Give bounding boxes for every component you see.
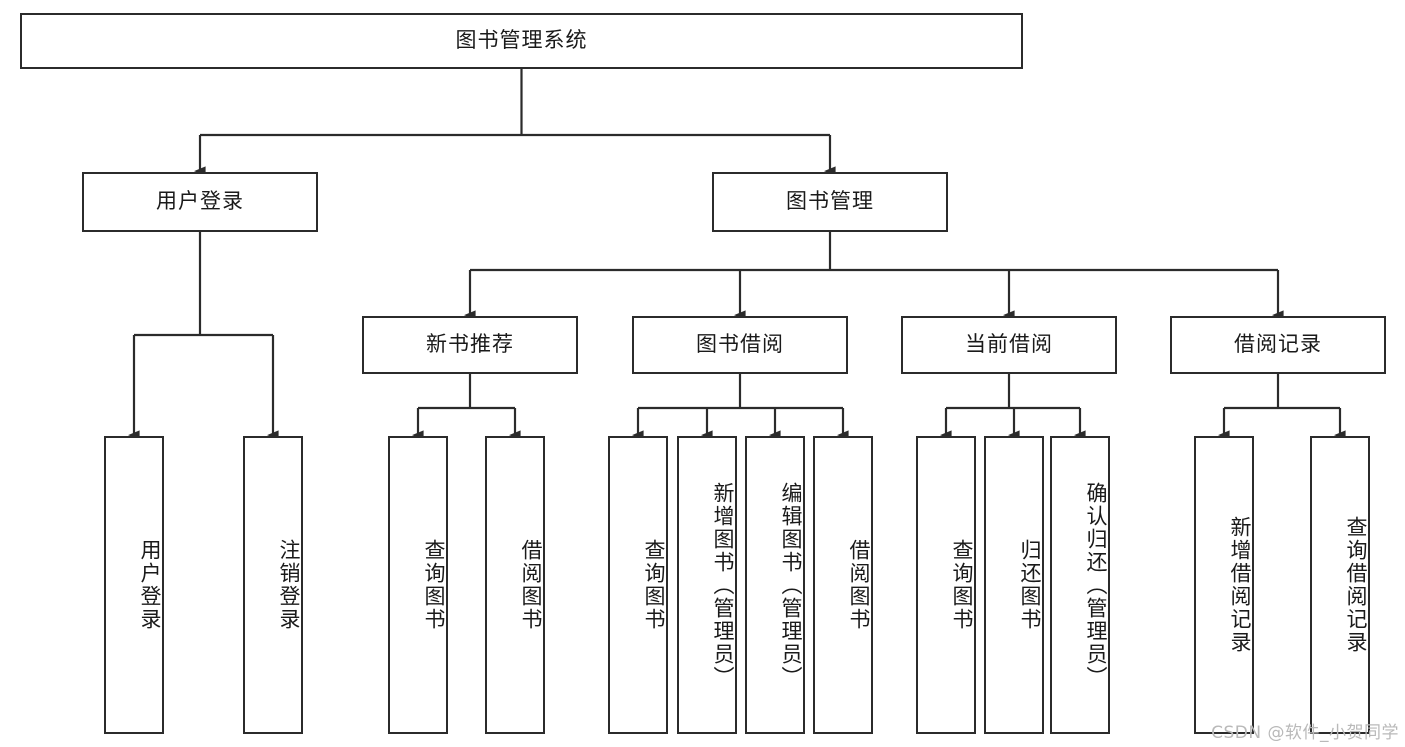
node-leaf-confirm-return: 确认归还（管理员） — [1050, 436, 1110, 734]
node-leaf-add-book: 新增图书（管理员） — [677, 436, 737, 734]
node-current-borrow: 当前借阅 — [901, 316, 1117, 374]
node-leaf-edit-book: 编辑图书（管理员） — [745, 436, 805, 734]
node-label: 确认归还（管理员） — [1084, 481, 1108, 689]
node-label: 图书借阅 — [696, 332, 784, 357]
node-label: 编辑图书（管理员） — [779, 481, 803, 689]
node-leaf-add-record: 新增借阅记录 — [1194, 436, 1254, 734]
node-label: 查询图书 — [422, 539, 446, 631]
node-label: 查询图书 — [950, 539, 974, 631]
node-leaf-query-record: 查询借阅记录 — [1310, 436, 1370, 734]
node-label: 新书推荐 — [426, 332, 514, 357]
node-label: 图书管理 — [786, 189, 874, 214]
node-leaf-query-book-2: 查询图书 — [608, 436, 668, 734]
node-label: 新增图书（管理员） — [711, 481, 735, 689]
node-book-borrow: 图书借阅 — [632, 316, 848, 374]
node-leaf-query-book-3: 查询图书 — [916, 436, 976, 734]
node-label: 用户登录 — [138, 539, 162, 631]
node-label: 借阅图书 — [519, 539, 543, 631]
node-leaf-user-logout: 注销登录 — [243, 436, 303, 734]
node-leaf-borrow-book-2: 借阅图书 — [813, 436, 873, 734]
node-leaf-return-book: 归还图书 — [984, 436, 1044, 734]
node-label: 借阅记录 — [1234, 332, 1322, 357]
node-root: 图书管理系统 — [20, 13, 1023, 69]
watermark-text: CSDN @软件_小贺同学 — [1211, 723, 1399, 743]
node-label: 图书管理系统 — [455, 28, 588, 53]
node-borrow-record: 借阅记录 — [1170, 316, 1386, 374]
node-label: 注销登录 — [277, 539, 301, 631]
node-label: 借阅图书 — [847, 539, 871, 631]
node-label: 归还图书 — [1018, 539, 1042, 631]
node-label: 查询借阅记录 — [1344, 516, 1368, 654]
node-leaf-borrow-book-1: 借阅图书 — [485, 436, 545, 734]
node-leaf-user-login: 用户登录 — [104, 436, 164, 734]
node-label: 用户登录 — [156, 189, 244, 214]
node-leaf-query-book-1: 查询图书 — [388, 436, 448, 734]
node-user-login: 用户登录 — [82, 172, 318, 232]
node-new-book-rec: 新书推荐 — [362, 316, 578, 374]
node-label: 查询图书 — [642, 539, 666, 631]
node-book-manage: 图书管理 — [712, 172, 948, 232]
node-label: 当前借阅 — [965, 332, 1053, 357]
node-label: 新增借阅记录 — [1228, 516, 1252, 654]
